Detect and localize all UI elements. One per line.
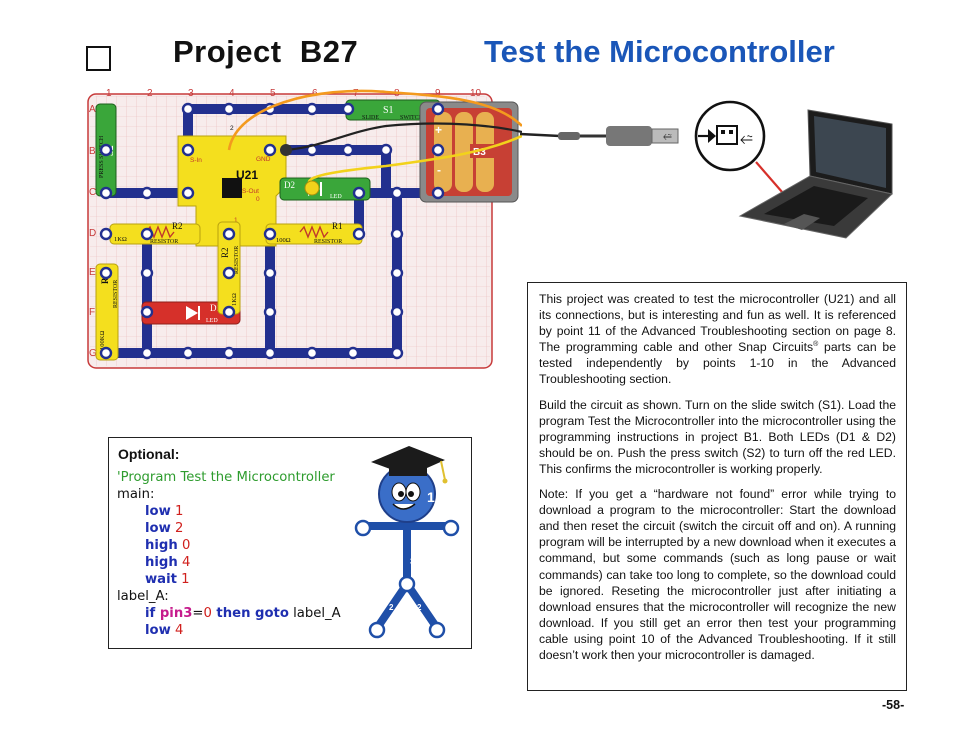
black-wire: [285, 122, 522, 152]
code-line: low 2: [145, 521, 184, 536]
cable-plug: [558, 132, 580, 140]
row-label: A: [89, 104, 96, 115]
r2v-name: R2: [220, 247, 230, 258]
row-label: G: [89, 348, 97, 359]
r5-label: RESISTOR: [113, 280, 119, 308]
code-line: main:: [117, 487, 155, 502]
code-line: high 0: [145, 538, 191, 553]
r2-value: 1KΩ: [114, 236, 127, 243]
snap-nodes: [99, 102, 445, 360]
code-line: high 4: [145, 555, 191, 570]
d1-name: D1: [210, 303, 221, 313]
col-label: 4: [229, 88, 235, 99]
description-paragraph-3: Note: If you get a “hardware not found” …: [539, 487, 896, 662]
u21-pin-zero: 0: [256, 196, 260, 203]
b3-plus: +: [435, 123, 442, 137]
col-label: 1: [106, 88, 112, 99]
code-line: label_A:: [117, 589, 169, 604]
r2-name: R2: [172, 221, 183, 231]
row-label: E: [89, 267, 96, 278]
r1-name: R1: [332, 221, 343, 231]
usb-connector: ⭉: [606, 126, 679, 146]
code-line: wait 1: [145, 572, 190, 587]
r5-value: 100KΩ: [99, 331, 106, 350]
project-checkbox[interactable]: [86, 46, 111, 71]
d1-label: LED: [206, 318, 218, 324]
code-line: if pin3=0 then goto label_A: [145, 606, 341, 621]
led-d1: D1 LED: [141, 301, 241, 325]
resistor-r2-horizontal: R2 1KΩ RESISTOR: [109, 221, 201, 245]
row-label: F: [89, 307, 95, 318]
usb-symbol-callout: ⭉: [694, 100, 766, 172]
snap-label: 2: [426, 529, 431, 538]
b3-name: B3: [473, 147, 486, 158]
row-label: C: [89, 187, 96, 198]
optional-title: Optional:: [118, 446, 180, 462]
mascot-number: 1: [427, 489, 435, 505]
orange-wire: [227, 89, 522, 151]
computer-connection-diagram: ⭉ ⭉: [520, 100, 894, 239]
circuit-board-diagram: 1 2 3 4 5 6 7 8 9 10 A B C D E F G S: [87, 88, 522, 369]
col-label: 2: [147, 88, 153, 99]
page-number: -58-: [882, 698, 905, 712]
col-label: 5: [270, 88, 276, 99]
d2-name: D2: [284, 180, 295, 190]
snap-label: 2: [382, 529, 387, 538]
code-line: 'Program Test the Microcontroller: [117, 470, 335, 485]
description-paragraph-2: Build the circuit as shown. Turn on the …: [539, 397, 896, 476]
r2-label: RESISTOR: [150, 239, 178, 245]
row-label: D: [89, 228, 96, 239]
row-label: B: [89, 146, 96, 157]
description-paragraph-1: This project was created to test the mic…: [539, 292, 896, 387]
u21-pin-two: 2: [230, 125, 234, 132]
u21-name: U21: [236, 168, 258, 182]
program-listing: 'Program Test the Microcontroller main: …: [117, 469, 341, 639]
resistor-r1: R1 100Ω RESISTOR: [265, 221, 363, 245]
code-line: low 4: [145, 623, 184, 638]
snap-label: 3: [410, 557, 415, 566]
col-label: 10: [470, 88, 482, 99]
u21-pin-s-in: S-In: [190, 157, 202, 164]
r2v-value: 1KΩ: [231, 293, 238, 306]
snap-label: 2: [389, 603, 394, 612]
col-label: 9: [435, 88, 441, 99]
usb-icon: ⭉: [740, 129, 753, 148]
u21-pin-gnd: GND: [256, 156, 271, 163]
u21-pin-one: 1: [234, 217, 238, 224]
d2-label: LED: [330, 194, 342, 200]
page-title: Test the Microcontroller: [484, 34, 835, 69]
laptop-icon: [738, 109, 894, 239]
yellow-wire: [307, 134, 522, 188]
s1-label-right: SWITCH: [400, 115, 424, 121]
r1-label: RESISTOR: [314, 239, 342, 245]
code-line: low 1: [145, 504, 184, 519]
u21-pin-s-out: S-Out: [242, 188, 259, 195]
s2-label: PRESS SWITCH: [99, 135, 105, 178]
description-panel: This project was created to test the mic…: [527, 282, 907, 691]
s1-label-left: SLIDE: [362, 115, 379, 121]
project-number: Project B27: [173, 34, 359, 69]
s1-name: S1: [383, 105, 394, 116]
mascot-illustration: 2 2 3 2 2 1: [354, 446, 460, 639]
r1-value: 100Ω: [276, 237, 291, 244]
svg-text:⭉: ⭉: [663, 130, 672, 143]
optional-program-box: Optional: 'Program Test the Microcontrol…: [108, 437, 472, 649]
col-label: 7: [353, 88, 359, 99]
snap-label: 2: [417, 603, 422, 612]
r2v-label: RESISTOR: [234, 246, 240, 274]
col-label: 3: [188, 88, 194, 99]
b3-minus: -: [437, 163, 441, 177]
